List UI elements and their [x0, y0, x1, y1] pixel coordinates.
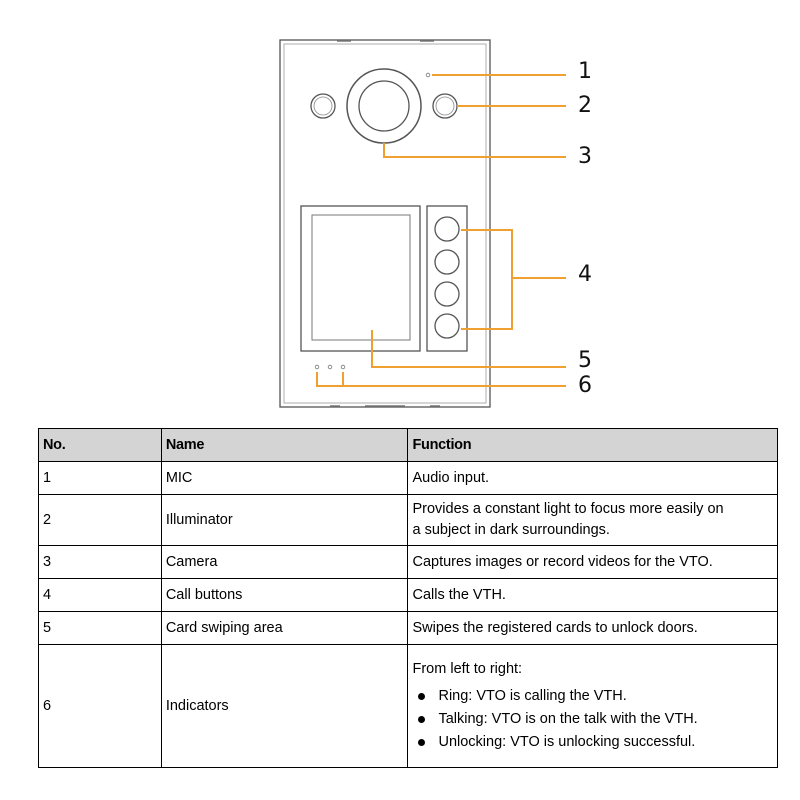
illuminator-left [310, 93, 336, 119]
table-header-row: No. Name Function [38, 428, 778, 462]
function-line: Swipes the registered cards to unlock do… [412, 619, 698, 636]
indicator-ring [314, 364, 320, 370]
bullet-icon [418, 692, 426, 700]
component-table: No. Name Function 1 MIC Audio input. 2 I… [38, 428, 778, 768]
bullet-icon [418, 715, 426, 723]
list-item-text: Talking: VTO is on the talk with the VTH… [438, 710, 698, 727]
callout-number-3: 3 [578, 144, 592, 169]
illuminator-left-inner [313, 96, 333, 116]
indicator-talking [327, 364, 333, 370]
row-no: 2 [38, 494, 162, 546]
header-function: Function [407, 428, 778, 462]
row-no: 5 [38, 611, 162, 645]
callout-number-4: 4 [578, 262, 592, 287]
illuminator-right-inner [435, 96, 455, 116]
function-line: Calls the VTH. [412, 586, 506, 603]
callout-number-1: 1 [578, 59, 592, 84]
row-name: Card swiping area [160, 611, 409, 645]
table-row: 1 MIC Audio input. [38, 461, 778, 495]
callout-number-6: 6 [578, 373, 592, 398]
row-name: Indicators [160, 644, 409, 768]
row-name: MIC [160, 461, 409, 495]
call-button [434, 313, 460, 339]
card-swiping-area-inner [311, 214, 411, 341]
function-line: Provides a constant light to focus more … [412, 501, 724, 517]
function-line: a subject in dark surroundings. [412, 522, 610, 538]
device-body-inner [283, 43, 487, 404]
bullet-icon [418, 738, 426, 746]
card-swiping-area [300, 205, 421, 352]
table-row: 5 Card swiping area Swipes the registere… [38, 611, 778, 645]
callout-number-5: 5 [578, 348, 592, 373]
indicator-unlocking [340, 364, 346, 370]
header-name: Name [160, 428, 409, 462]
row-name: Illuminator [160, 494, 409, 546]
row-no: 4 [38, 578, 162, 612]
table-row: 6 Indicators From left to right: Ring: V… [38, 644, 778, 768]
row-no: 3 [38, 545, 162, 579]
table-row: 3 Camera Captures images or record video… [38, 545, 778, 579]
list-item: Unlocking: VTO is unlocking successful. [416, 731, 773, 754]
row-name: Call buttons [160, 578, 409, 612]
callout-line-5 [371, 330, 566, 368]
call-button [434, 216, 460, 242]
function-line: Captures images or record videos for the… [412, 553, 713, 570]
list-item: Talking: VTO is on the talk with the VTH… [416, 708, 773, 731]
indicator-list: Ring: VTO is calling the VTH. Talking: V… [412, 685, 773, 754]
callout-number-2: 2 [578, 93, 592, 118]
list-item-text: Unlocking: VTO is unlocking successful. [438, 733, 696, 750]
list-item-text: Ring: VTO is calling the VTH. [438, 687, 627, 704]
callout-line-4 [461, 229, 513, 330]
mic-hole [425, 72, 431, 78]
function-line: Audio input. [412, 469, 490, 486]
row-function: Audio input. [407, 461, 778, 495]
row-no: 1 [38, 461, 162, 495]
row-function: Captures images or record videos for the… [407, 545, 778, 579]
device-diagram [279, 39, 566, 408]
table-row: 4 Call buttons Calls the VTH. [38, 578, 778, 612]
list-item: Ring: VTO is calling the VTH. [416, 685, 773, 708]
function-intro: From left to right: [412, 660, 523, 677]
call-button [434, 249, 460, 275]
row-function: Swipes the registered cards to unlock do… [407, 611, 778, 645]
header-no: No. [38, 428, 162, 462]
row-function: From left to right: Ring: VTO is calling… [407, 644, 778, 768]
row-function: Calls the VTH. [407, 578, 778, 612]
callout-line-3 [383, 143, 566, 158]
camera-lens [358, 80, 410, 132]
row-function: Provides a constant light to focus more … [407, 494, 778, 546]
callout-numbers: 1 2 3 4 5 6 [578, 59, 592, 398]
call-button [434, 281, 460, 307]
row-name: Camera [160, 545, 409, 579]
table-row: 2 Illuminator Provides a constant light … [38, 494, 778, 546]
row-no: 6 [38, 644, 162, 768]
